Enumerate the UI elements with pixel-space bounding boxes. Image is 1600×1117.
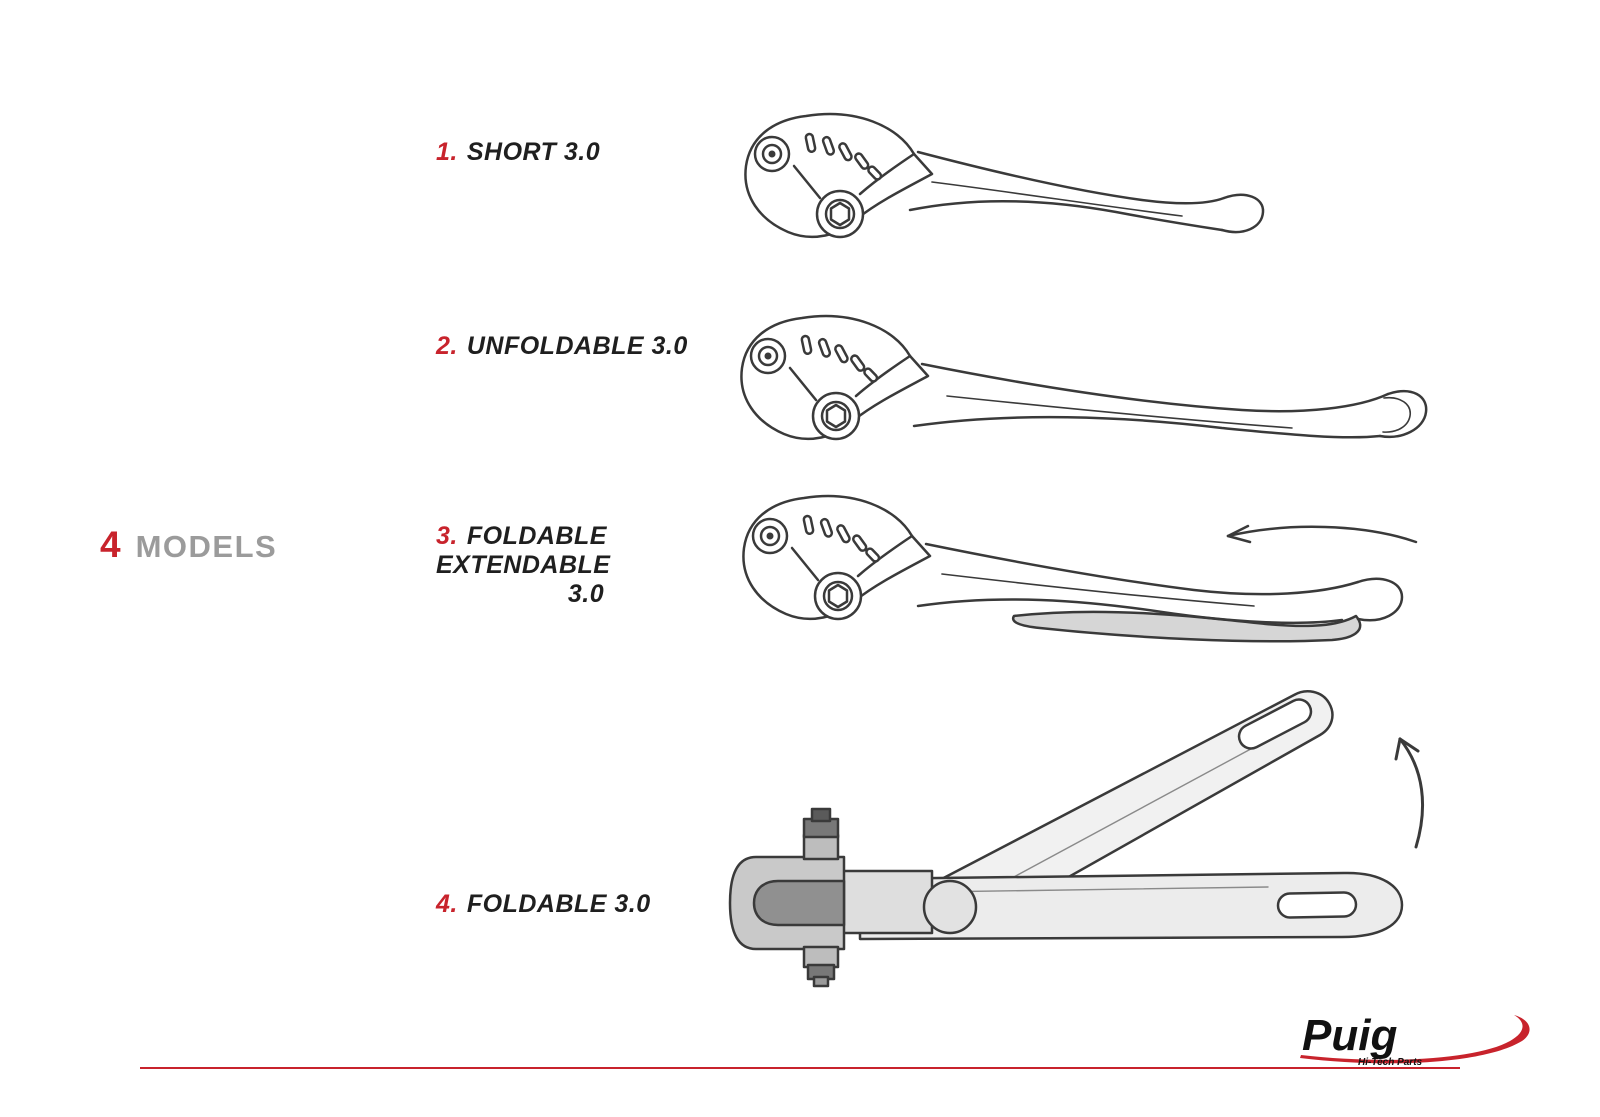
model-number: 2. [436, 332, 458, 360]
model-number: 1. [436, 138, 458, 166]
clevis-bracket [728, 855, 846, 951]
folded-upper-arm [932, 690, 1334, 929]
models-heading: 4 MODELS [100, 524, 277, 566]
lever-unfoldable-illustration [740, 314, 1428, 441]
lever-foldable-illustration [728, 690, 1425, 988]
models-count: 4 [100, 524, 121, 565]
model-label-unfoldable: 2. UNFOLDABLE 3.0 [436, 332, 688, 361]
logo-brand-text: Puig [1302, 1011, 1397, 1060]
model-name: FOLDABLE 3.0 [466, 890, 651, 918]
pivot-joint [922, 879, 978, 935]
lever-blade [908, 150, 1265, 234]
model-number: 4. [436, 890, 458, 918]
model-label-short: 1. SHORT 3.0 [436, 138, 600, 167]
lever-pivot-body [740, 314, 930, 441]
logo-tagline-text: Hi-Tech Parts [1358, 1057, 1423, 1068]
models-label: MODELS [135, 529, 278, 564]
extend-arrow-icon [1226, 524, 1418, 544]
clamp-bolts [802, 807, 840, 988]
bottom-divider [140, 1067, 1460, 1069]
logo-swoosh [1300, 1015, 1530, 1064]
model-label-foldable-extendable: 3.FOLDABLE EXTENDABLE 3.0 [436, 522, 736, 609]
lever-short-illustration [744, 112, 1265, 239]
model-label-foldable: 4. FOLDABLE 3.0 [436, 890, 651, 919]
lever-pivot-body [744, 112, 934, 239]
puig-logo: Puig Hi-Tech Parts [1300, 1011, 1530, 1068]
model-name: FOLDABLE EXTENDABLE [436, 522, 611, 579]
lever-blade [912, 362, 1428, 439]
lever-pivot-body [742, 494, 932, 621]
pivot-block [828, 869, 934, 935]
fold-arrow-icon [1394, 737, 1425, 849]
model-number: 3. [436, 522, 458, 550]
model-name: UNFOLDABLE 3.0 [466, 332, 688, 360]
model-name-line2: 3.0 [567, 580, 605, 608]
lever-blade [916, 542, 1404, 625]
model-name: SHORT 3.0 [466, 138, 601, 166]
lever-foldable-extendable-illustration [742, 494, 1418, 643]
